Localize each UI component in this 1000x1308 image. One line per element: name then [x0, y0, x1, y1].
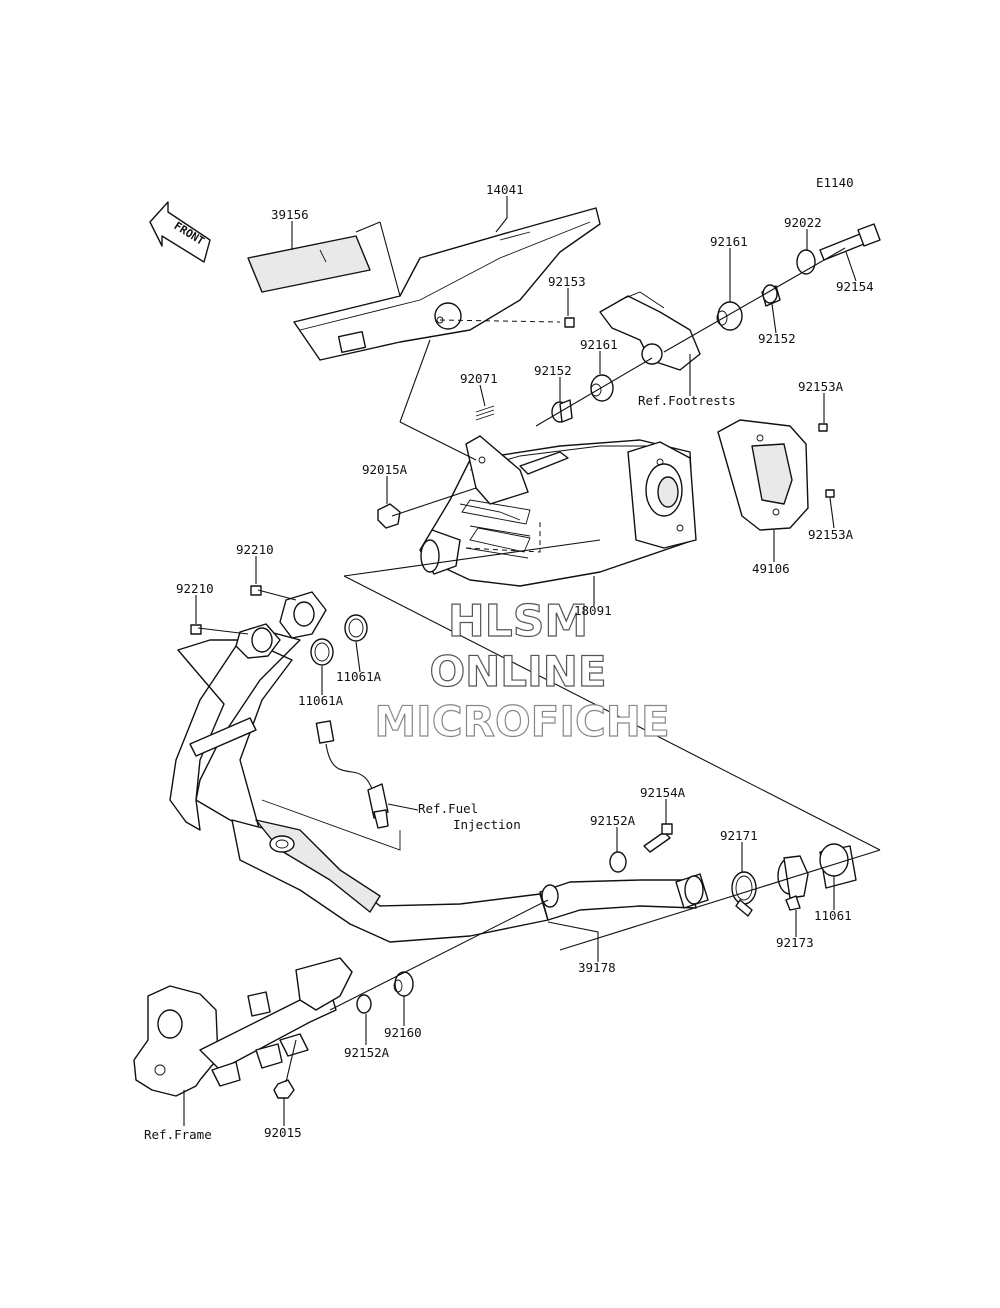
label-92161-upper: 92161 [710, 234, 748, 249]
label-plate [247, 235, 371, 293]
exhaust-flange-front [235, 591, 327, 659]
exhaust-pipe [169, 631, 709, 943]
label-92153A-upper: 92153A [798, 379, 844, 394]
watermark-line-1: HLSM [448, 596, 588, 647]
end-cap-cover [717, 419, 809, 531]
label-92154A: 92154A [640, 785, 686, 800]
label-92152-lower: 92152 [534, 363, 572, 378]
clamp-92173 [777, 855, 809, 911]
gasket-11061A-upper [344, 614, 368, 642]
label-92153A-lower: 92153A [808, 527, 854, 542]
label-92071: 92071 [460, 371, 498, 386]
label-11061: 11061 [814, 908, 852, 923]
bolt-92153A-lower [825, 489, 835, 498]
label-92210-lower: 92210 [176, 581, 214, 596]
collar-92152A-upper [609, 851, 627, 873]
label-92022: 92022 [784, 215, 822, 230]
bolt-92153A-upper [818, 423, 828, 432]
footrest-bracket [599, 291, 701, 371]
gasket-11061 [819, 843, 857, 889]
nut-92210-lower [190, 624, 202, 635]
collar-92152A-lower [356, 994, 372, 1014]
label-92161-lower: 92161 [580, 337, 618, 352]
bolt-92154A [643, 823, 673, 853]
grommet-92160 [393, 971, 414, 997]
oxygen-sensor [315, 720, 389, 829]
label-92171: 92171 [720, 828, 758, 843]
label-49106: 49106 [752, 561, 790, 576]
label-18091: 18091 [574, 603, 612, 618]
watermark-line-2: ONLINE [429, 647, 606, 696]
ref-frame: Ref.Frame [144, 1127, 212, 1142]
label-92173: 92173 [776, 935, 814, 950]
muffler [419, 435, 697, 587]
label-92015A: 92015A [362, 462, 408, 477]
watermark: HLSM ONLINE MICROFICHE [374, 595, 670, 746]
part-labels: E1140 14041 39156 92022 92154 92161 9215… [144, 175, 874, 1142]
ref-fuel-line-1: Ref.Fuel [418, 801, 478, 816]
nut-92015 [273, 1079, 295, 1099]
collar-92152-upper [761, 284, 781, 307]
label-92015: 92015 [264, 1125, 302, 1140]
label-11061A-lower: 11061A [298, 693, 344, 708]
label-11061A-upper: 11061A [336, 669, 382, 684]
label-92152-upper: 92152 [758, 331, 796, 346]
leader-lines [183, 196, 857, 1126]
nut-92015A [377, 503, 401, 529]
label-39178: 39178 [578, 960, 616, 975]
side-cover [293, 207, 601, 361]
label-92154: 92154 [836, 279, 874, 294]
clamp-92171 [731, 871, 757, 917]
label-92152A-lower: 92152A [344, 1045, 390, 1060]
front-arrow-icon: FRONT [149, 201, 211, 263]
watermark-line-3: MICROFICHE [374, 697, 669, 746]
label-14041: 14041 [486, 182, 524, 197]
ref-fuel-line-2: Injection [453, 817, 521, 832]
label-92152A-upper: 92152A [590, 813, 636, 828]
spring-92071 [475, 405, 495, 421]
grommet-92161-upper [716, 301, 743, 331]
bolt-92154 [819, 223, 881, 261]
ref-footrests: Ref.Footrests [638, 393, 736, 408]
diagram-code: E1140 [816, 175, 854, 190]
grommet-92161-lower [590, 374, 614, 402]
label-39156: 39156 [271, 207, 309, 222]
label-92153: 92153 [548, 274, 586, 289]
gasket-11061A-lower [310, 638, 334, 666]
frame-bracket [133, 957, 353, 1097]
label-92160: 92160 [384, 1025, 422, 1040]
nut-92153 [564, 317, 575, 328]
label-92210-upper: 92210 [236, 542, 274, 557]
